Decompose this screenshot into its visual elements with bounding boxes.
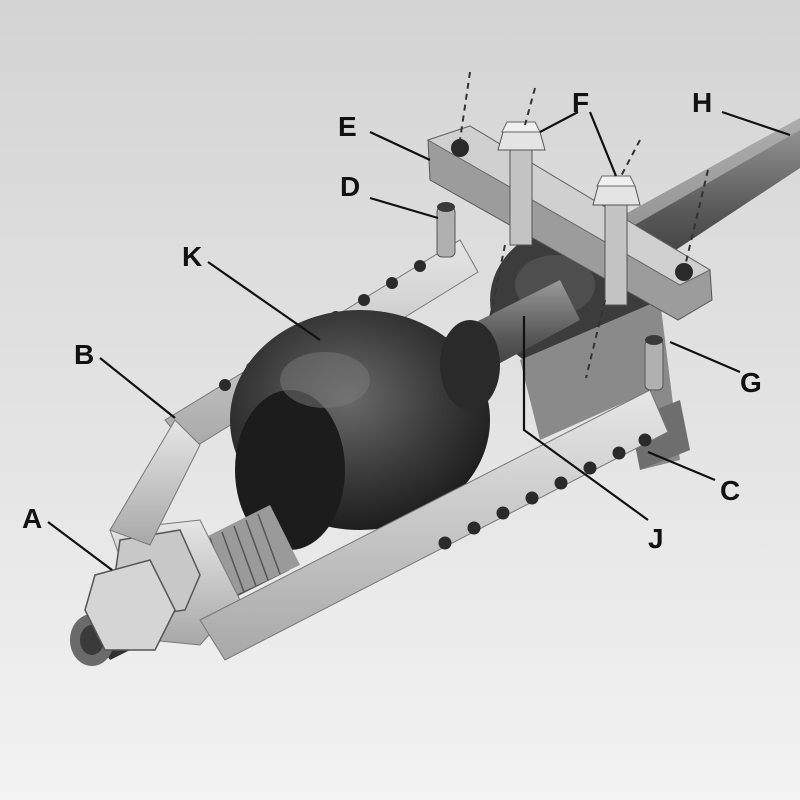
label-g: G [740,367,762,398]
pin-d [436,202,456,258]
label-f: F [572,87,589,118]
bolt-right [592,175,641,306]
label-e: E [338,111,357,142]
leader-lines [47,110,791,571]
yoke-left-bend [109,419,201,546]
label-j: J [648,523,664,554]
bolt-left [497,121,546,246]
label-b: B [74,339,94,370]
label-h: H [692,87,712,118]
label-c: C [720,475,740,506]
alignment-lines [459,71,709,379]
label-d: D [340,171,360,202]
pin-g [644,335,664,391]
crossbar [426,125,713,321]
label-k: K [182,241,202,272]
yoke-lower-arm [199,389,669,661]
label-a: A [22,503,42,534]
yoke-front-and-nut [84,519,241,651]
